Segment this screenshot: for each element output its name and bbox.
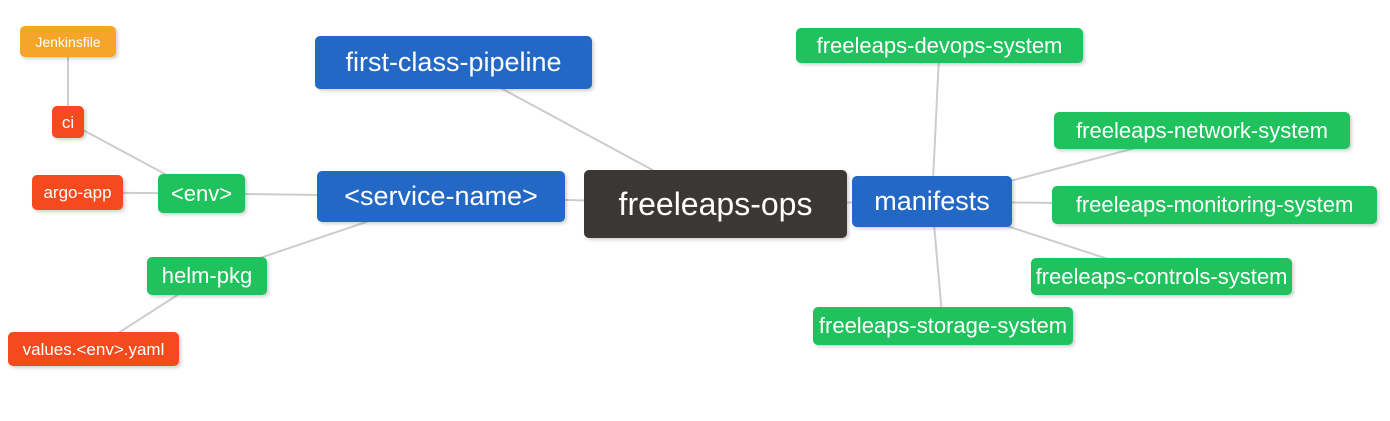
node-jenkinsfile[interactable]: Jenkinsfile — [20, 26, 116, 57]
node-first-class-pipeline[interactable]: first-class-pipeline — [315, 36, 592, 89]
node-freeleaps-storage-system[interactable]: freeleaps-storage-system — [813, 307, 1073, 345]
node-argo-app[interactable]: argo-app — [32, 175, 123, 210]
edge-manifests--freeleaps-devops-system — [931, 45, 941, 202]
node-manifests[interactable]: manifests — [852, 176, 1012, 227]
node-ci[interactable]: ci — [52, 106, 84, 138]
node-freeleaps-controls-system[interactable]: freeleaps-controls-system — [1031, 258, 1292, 295]
node-env[interactable]: <env> — [158, 174, 245, 213]
node-freeleaps-network-system[interactable]: freeleaps-network-system — [1054, 112, 1350, 149]
node-freeleaps-monitoring-system[interactable]: freeleaps-monitoring-system — [1052, 186, 1377, 224]
node-freeleaps-ops[interactable]: freeleaps-ops — [584, 170, 847, 238]
node-service-name[interactable]: <service-name> — [317, 171, 565, 222]
node-freeleaps-devops-system[interactable]: freeleaps-devops-system — [796, 28, 1083, 63]
node-helm-pkg[interactable]: helm-pkg — [147, 257, 267, 295]
node-values-env-yaml[interactable]: values.<env>.yaml — [8, 332, 179, 366]
